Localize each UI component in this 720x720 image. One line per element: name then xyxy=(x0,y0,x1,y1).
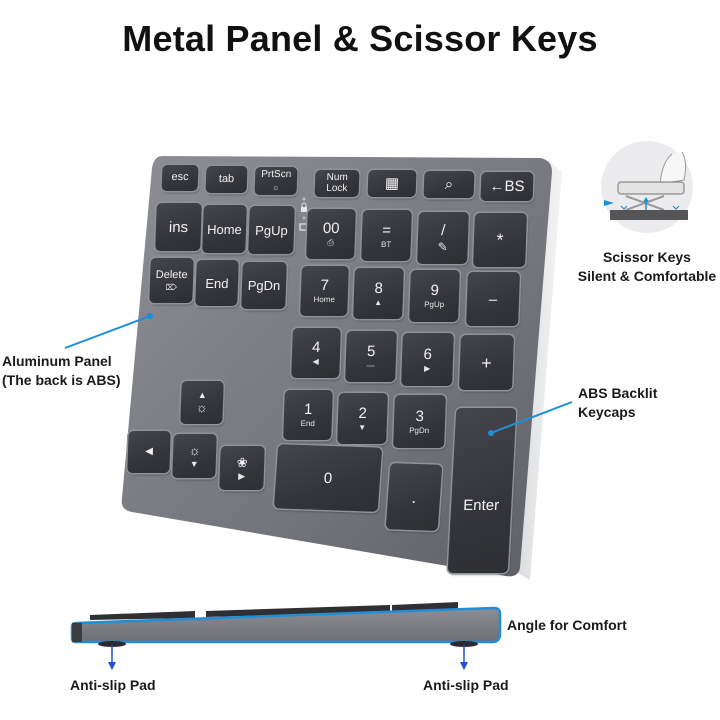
angle-for-comfort-label: Angle for Comfort xyxy=(507,617,627,633)
page-title: Metal Panel & Scissor Keys xyxy=(122,18,598,59)
keyboard-side-profile xyxy=(70,602,502,670)
scissor-mechanism-illustration xyxy=(601,141,693,233)
anti-slip-pad-left-label: Anti-slip Pad xyxy=(70,677,156,693)
anti-slip-pad-right-label: Anti-slip Pad xyxy=(423,677,509,693)
abs-backlit-keycaps-label: ABS Backlit Keycaps xyxy=(578,385,658,420)
scissor-keys-label: Scissor Keys Silent & Comfortable xyxy=(577,249,717,284)
aluminum-panel-label: Aluminum Panel (The back is ABS) xyxy=(2,353,121,388)
